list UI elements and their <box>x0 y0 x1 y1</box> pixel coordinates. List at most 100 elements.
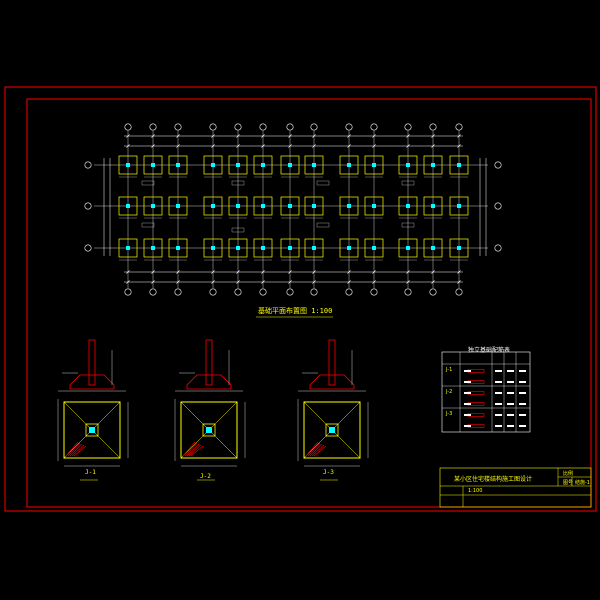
footing-outline <box>339 238 359 258</box>
axis-bubble-top <box>370 123 378 131</box>
column <box>457 163 461 167</box>
footing-section <box>186 374 232 390</box>
axis-bubble-bottom <box>234 288 242 296</box>
rebar-table <box>441 351 531 433</box>
dimension-tick <box>312 270 316 274</box>
section-label-2: J-2 <box>200 473 211 480</box>
axis-bubble-bottom <box>209 288 217 296</box>
dimension-tick <box>261 134 265 138</box>
footing-tag <box>316 222 330 228</box>
axis-bubble-top <box>455 123 463 131</box>
table-row-name-1: J-1 <box>446 367 453 373</box>
title-block-label-b: 比例 <box>563 471 574 477</box>
dimension-tick <box>406 280 410 284</box>
column-section <box>328 339 336 386</box>
dimension-tick <box>347 144 351 148</box>
title-block-label-a: 图号 <box>563 480 574 486</box>
column <box>372 246 376 250</box>
rebar-hatch <box>305 441 319 457</box>
axis-bubble-top <box>310 123 318 131</box>
dimension-tick <box>126 270 130 274</box>
footing-outline <box>398 238 418 258</box>
dimension-tick <box>372 134 376 138</box>
axis-bubble-bottom <box>149 288 157 296</box>
table-cell-text <box>507 414 514 416</box>
footing-section <box>309 374 355 390</box>
title-block-value-b: 结施-1 <box>575 480 590 486</box>
column <box>211 163 215 167</box>
table-cell-text <box>519 381 526 383</box>
dimension-tick <box>151 280 155 284</box>
column <box>312 204 316 208</box>
footing-step <box>202 423 216 437</box>
footing-outline <box>203 238 223 258</box>
footing-outline <box>304 196 324 216</box>
dimension-tick <box>151 134 155 138</box>
footing-tag <box>231 227 245 233</box>
axis-bubble-bottom <box>429 288 437 296</box>
dimension-tick <box>211 270 215 274</box>
axis-bubble-bottom <box>404 288 412 296</box>
column <box>406 204 410 208</box>
dimension-tick <box>431 280 435 284</box>
dimension-tick <box>406 134 410 138</box>
column <box>312 163 316 167</box>
column <box>406 246 410 250</box>
dimension-tick <box>261 280 265 284</box>
table-cell-text <box>507 381 514 383</box>
footing-section <box>69 374 115 390</box>
axis-bubble-bottom <box>286 288 294 296</box>
column <box>288 163 292 167</box>
footing-outline <box>339 155 359 175</box>
dimension-tick <box>372 280 376 284</box>
column-plan <box>329 427 335 433</box>
axis-bubble-top <box>259 123 267 131</box>
table-cell-text <box>495 392 502 394</box>
rebar-hatch <box>190 445 204 457</box>
rebar-hatch <box>186 443 200 457</box>
dimension-tick <box>126 134 130 138</box>
footing-outline <box>423 196 443 216</box>
column <box>372 163 376 167</box>
sheet-inner-frame <box>26 98 592 508</box>
table-cell-text <box>495 425 502 427</box>
table-cell-text <box>495 381 502 383</box>
rebar-hatch <box>67 442 81 457</box>
column <box>347 246 351 250</box>
column <box>457 204 461 208</box>
axis-bubble-top <box>174 123 182 131</box>
table-title: 独立基础配筋表 <box>468 347 511 354</box>
footing-outline <box>168 238 188 258</box>
footing-outline <box>203 155 223 175</box>
column <box>151 163 155 167</box>
footing-outline <box>228 196 248 216</box>
axis-bubble-top <box>234 123 242 131</box>
rebar-hatch <box>309 443 323 457</box>
dimension-tick <box>288 144 292 148</box>
footing-outline <box>280 238 300 258</box>
column <box>126 163 130 167</box>
axis-bubble-bottom <box>124 288 132 296</box>
footing-outline <box>168 155 188 175</box>
table-cell-text <box>507 425 514 427</box>
table-cell-text <box>464 425 471 427</box>
dimension-tick <box>211 280 215 284</box>
footing-outline <box>449 196 469 216</box>
dimension-tick <box>347 270 351 274</box>
column-section <box>205 339 213 386</box>
table-cell-text <box>495 370 502 372</box>
dimension-tick <box>312 134 316 138</box>
title-block-border <box>439 467 592 508</box>
rebar-hatch <box>307 442 321 457</box>
column-section <box>88 339 96 386</box>
footing-outline <box>143 155 163 175</box>
axis-bubble-left <box>84 244 92 252</box>
column <box>151 246 155 250</box>
axis-bubble-top <box>429 123 437 131</box>
rebar-hatch <box>313 445 327 457</box>
column <box>431 246 435 250</box>
footing-tag <box>401 180 415 186</box>
title-block-scale: 1:100 <box>468 488 483 494</box>
footing-step <box>325 423 339 437</box>
dimension-tick <box>176 270 180 274</box>
